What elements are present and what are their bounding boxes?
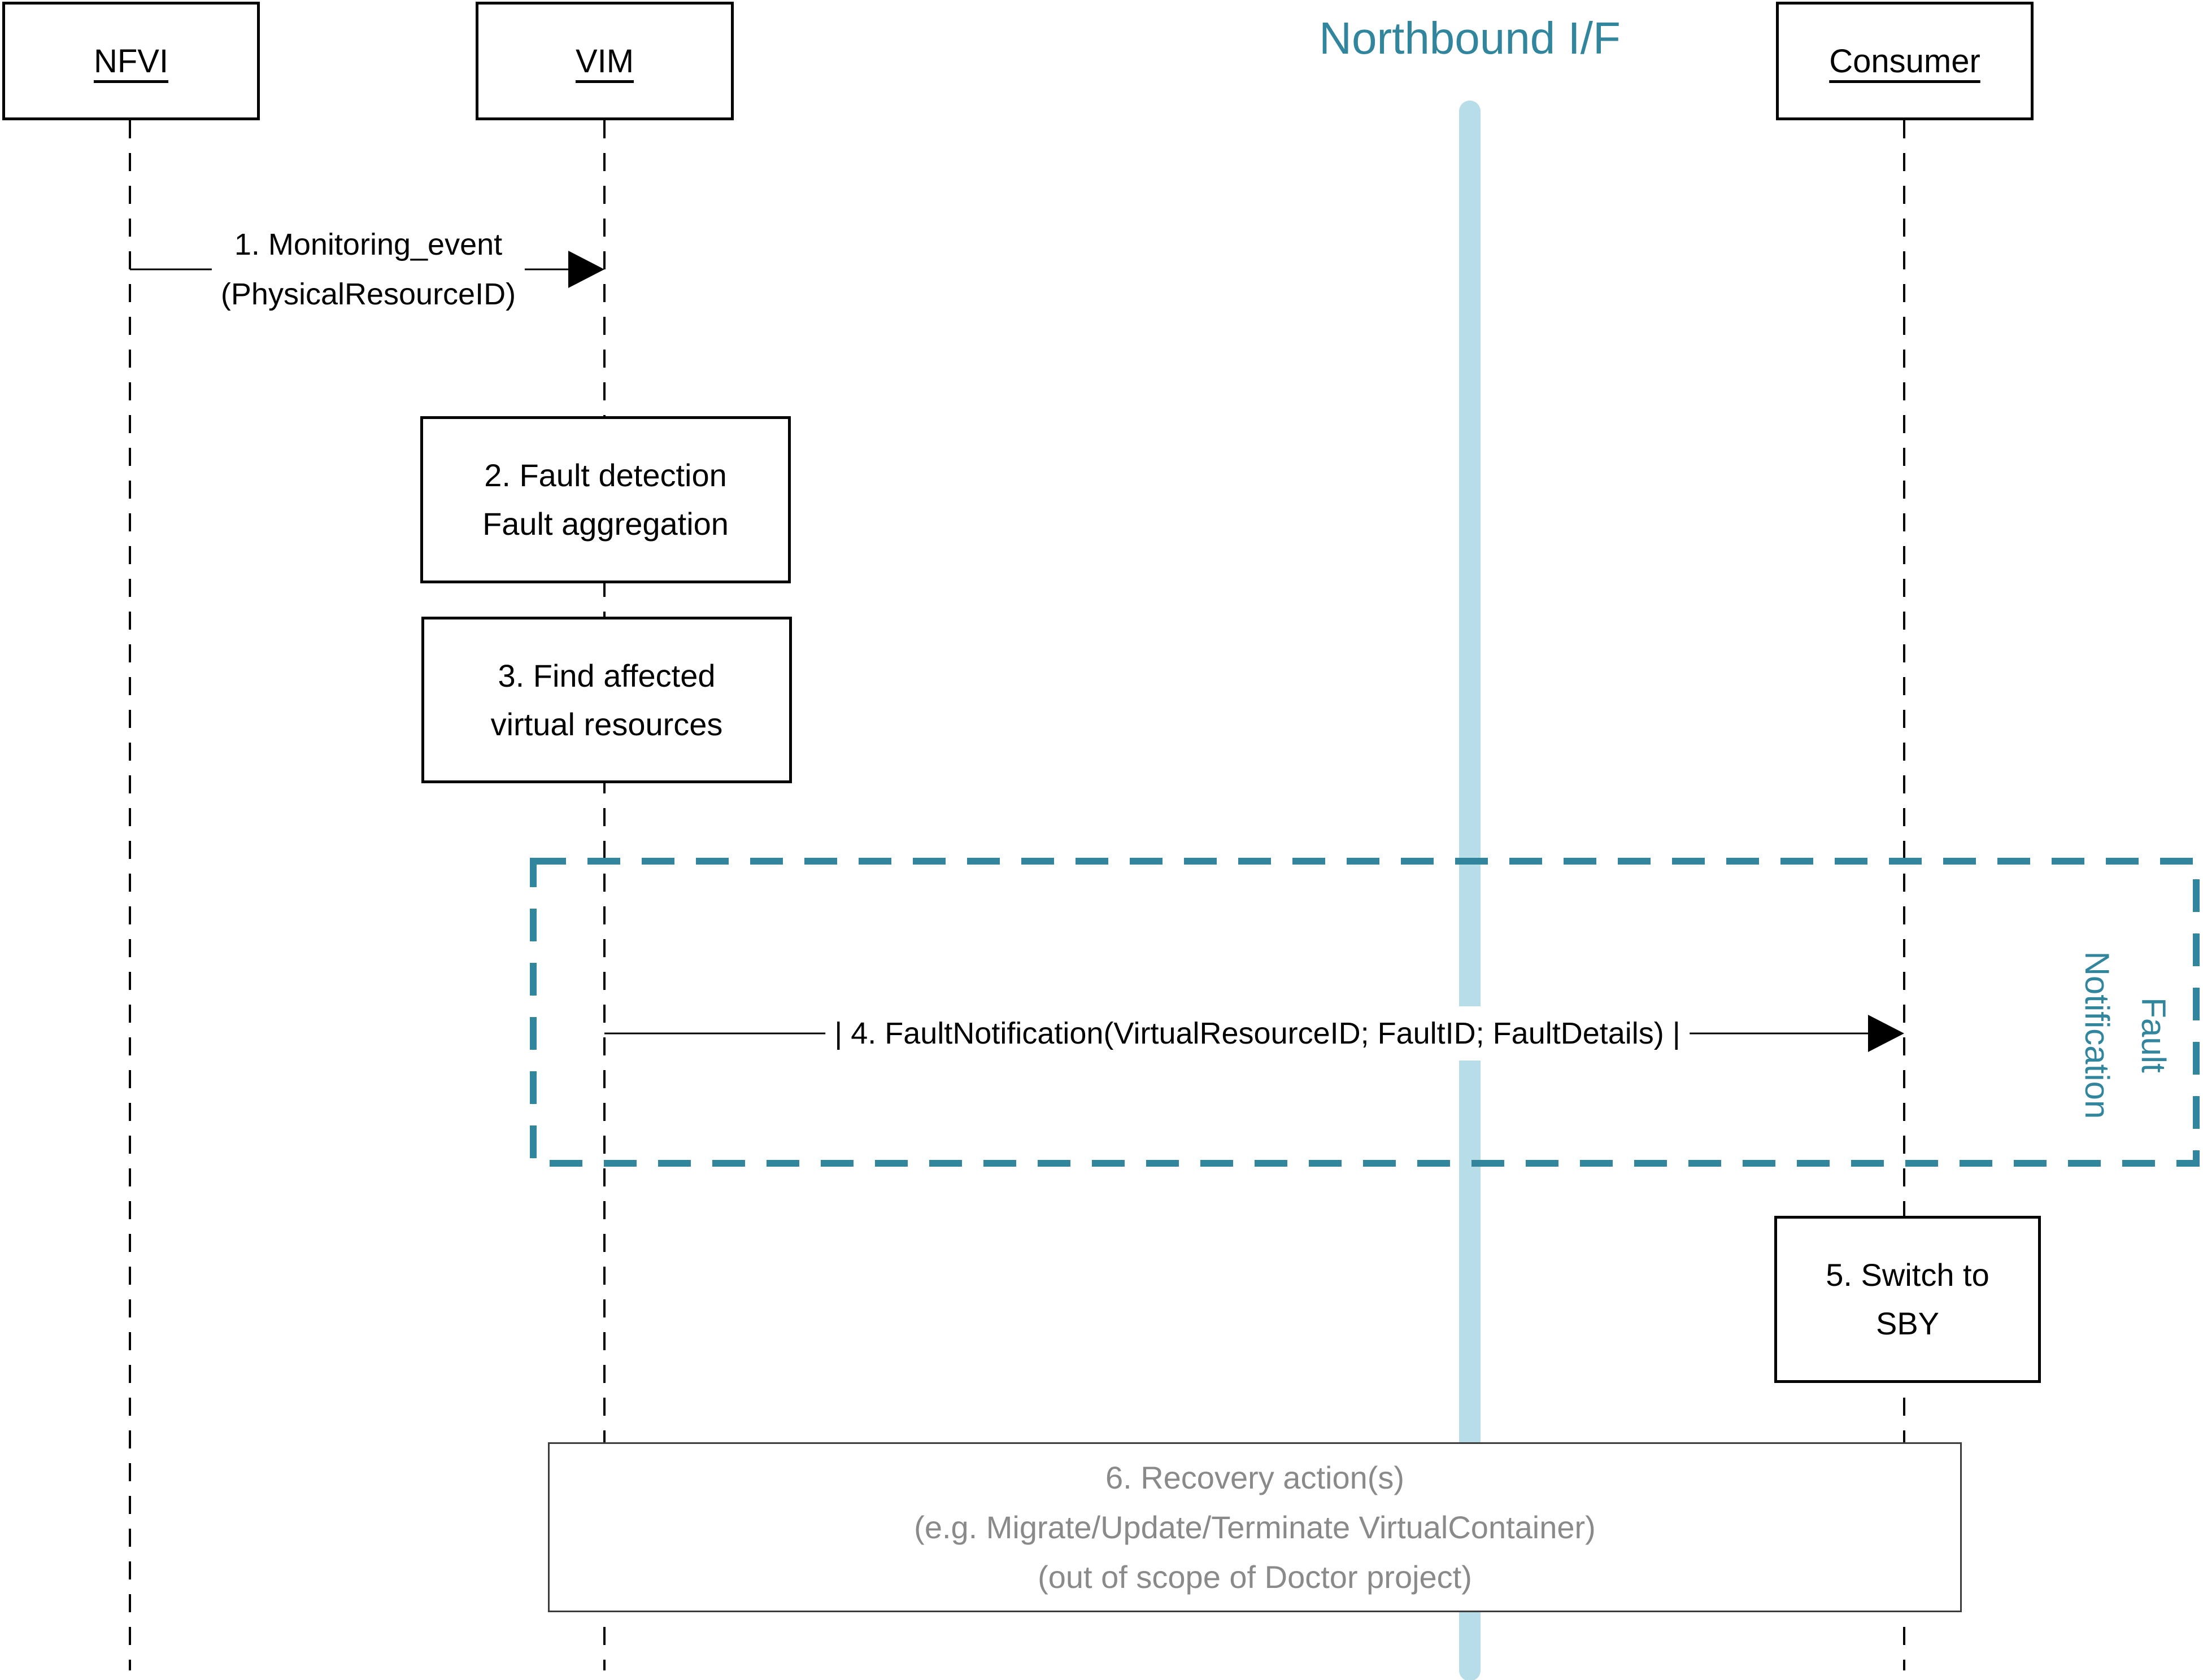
activity-box-switch-to-sby: 5. Switch to SBY bbox=[1774, 1216, 2041, 1383]
activity6-line1: 6. Recovery action(s) bbox=[1105, 1459, 1405, 1495]
activity2-line1: 2. Fault detection bbox=[484, 457, 727, 493]
activity5-line2: SBY bbox=[1875, 1306, 1940, 1341]
message1-label: 1. Monitoring_event (PhysicalResourceID) bbox=[211, 217, 525, 321]
message4-arrowhead bbox=[1868, 1015, 1904, 1052]
message1-label-line2: (PhysicalResourceID) bbox=[220, 277, 516, 311]
message1-label-line1: 1. Monitoring_event bbox=[234, 228, 503, 261]
activity2-line2: Fault aggregation bbox=[482, 506, 729, 542]
actor-box-consumer: Consumer bbox=[1776, 2, 2034, 120]
message4-label: | 4. FaultNotification(VirtualResourceID… bbox=[825, 1006, 1690, 1061]
activity6-line3: (out of scope of Doctor project) bbox=[1038, 1559, 1472, 1595]
actor-label-nfvi: NFVI bbox=[93, 42, 169, 80]
activity3-line2: virtual resources bbox=[490, 706, 723, 742]
activity3-line1: 3. Find affected bbox=[498, 657, 716, 693]
actor-label-vim: VIM bbox=[575, 42, 634, 80]
fault-notification-group-label: Fault Notification bbox=[2069, 917, 2182, 1154]
northbound-interface-title: Northbound I/F bbox=[1319, 13, 1621, 63]
message1-arrowhead bbox=[568, 251, 604, 288]
group-label-line1: Fault bbox=[2135, 997, 2172, 1073]
group-label-line2: Notification bbox=[2078, 951, 2116, 1119]
activity5-line1: 5. Switch to bbox=[1826, 1257, 1989, 1293]
activity-box-fault-detection: 2. Fault detection Fault aggregation bbox=[420, 416, 791, 583]
activity-box-find-affected: 3. Find affected virtual resources bbox=[421, 617, 792, 783]
actor-label-consumer: Consumer bbox=[1829, 42, 1980, 80]
actor-box-vim: VIM bbox=[476, 2, 734, 120]
actor-box-nfvi: NFVI bbox=[2, 2, 260, 120]
fault-notification-group-border bbox=[530, 858, 2200, 1167]
activity6-line2: (e.g. Migrate/Update/Terminate VirtualCo… bbox=[914, 1509, 1596, 1545]
activity-box-recovery-actions: 6. Recovery action(s) (e.g. Migrate/Upda… bbox=[548, 1442, 1962, 1612]
